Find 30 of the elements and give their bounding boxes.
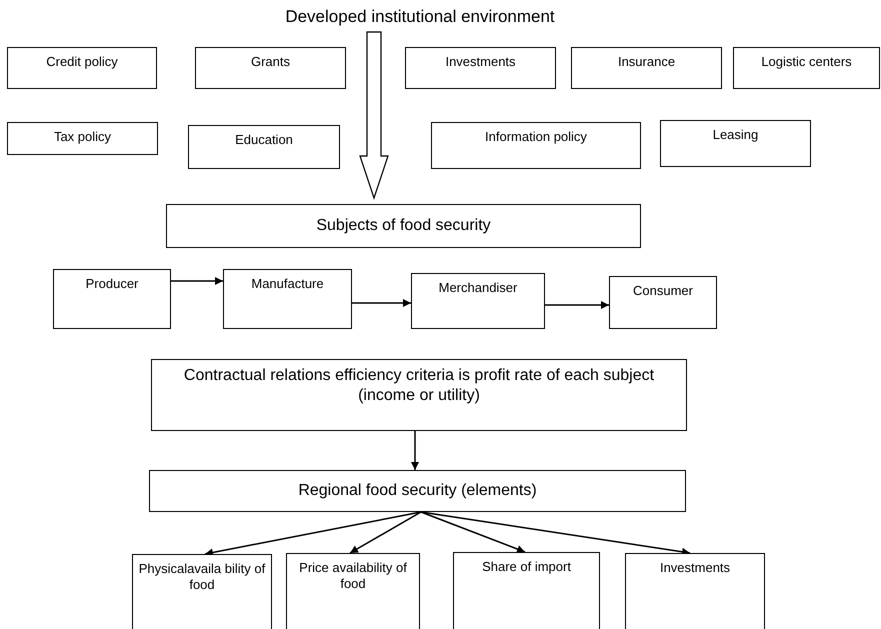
subject-box: Consumer [609, 276, 717, 329]
arrow [411, 431, 419, 470]
process-box: Contractual relations efficiency criteria is profit rate of each subject (income or utility) [151, 359, 687, 431]
arrow [352, 299, 411, 307]
subject-box: Manufacture [223, 269, 352, 329]
policy-box: Tax policy [7, 122, 158, 155]
element-box: Physicalavaila bility of food [132, 554, 272, 629]
policy-box: Education [188, 125, 340, 169]
element-box: Share of import [453, 552, 600, 629]
policy-box: Investments [405, 47, 556, 89]
subject-box: Producer [53, 269, 171, 329]
subject-box: Merchandiser [411, 273, 545, 329]
arrow [350, 511, 422, 554]
policy-box: Insurance [571, 47, 722, 89]
arrow [420, 511, 526, 553]
policy-box: Information policy [431, 122, 641, 169]
element-box: Price availability of food [286, 553, 420, 629]
policy-box: Leasing [660, 120, 811, 167]
arrow [171, 277, 223, 285]
arrow [420, 511, 690, 556]
heading-text: Developed institutional environment [250, 4, 590, 30]
policy-box: Credit policy [7, 47, 157, 89]
policy-box: Logistic centers [733, 47, 880, 89]
process-box: Subjects of food security [166, 204, 641, 248]
arrow [545, 301, 609, 309]
element-box: Investments [625, 553, 765, 629]
policy-box: Grants [195, 47, 346, 89]
arrow [204, 511, 422, 556]
process-box: Regional food security (elements) [149, 470, 686, 512]
block-arrow [359, 31, 389, 200]
